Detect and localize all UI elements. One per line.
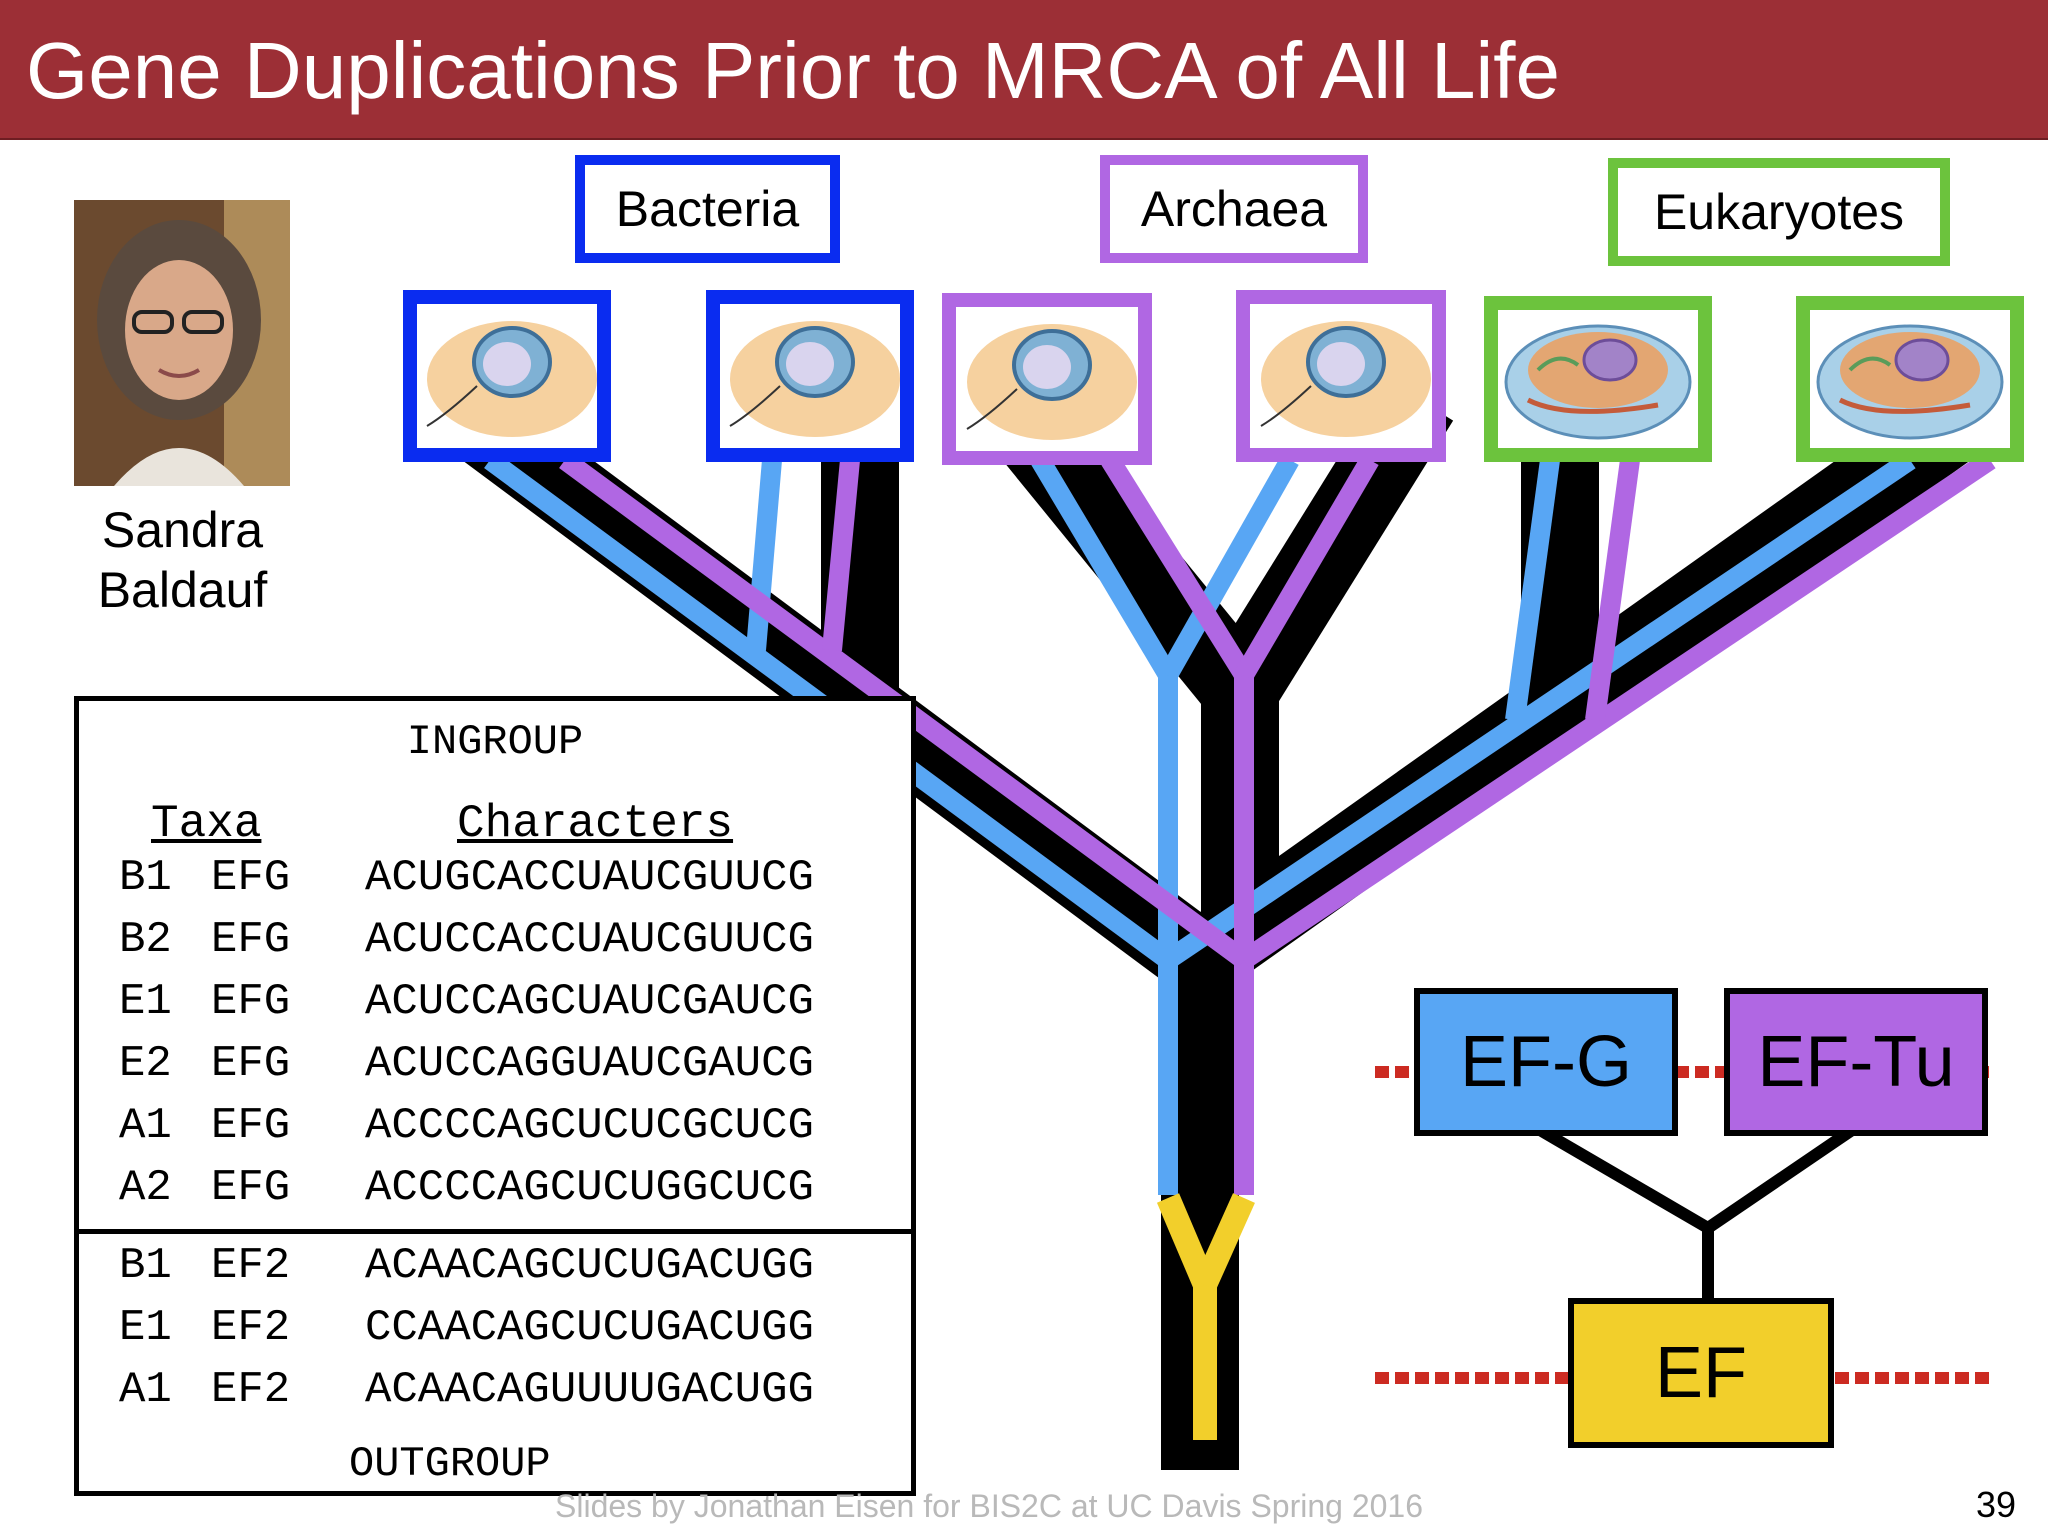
- prokaryote-cell-image-bacteria-2: [706, 290, 914, 462]
- eukaryote-cell-image-1: [1484, 296, 1712, 462]
- eftu-gene-tree: [559, 451, 1996, 1195]
- table-row: A2 EFG ACCCCAGCUCUGGCUCG: [79, 1157, 911, 1219]
- prokaryote-cell-image-bacteria-1: [403, 290, 611, 462]
- sequence-cell: ACUCCACCUAUCGUUCG: [365, 915, 814, 965]
- gene-cell: EF2: [211, 1303, 291, 1353]
- eukaryote-cell-image-2: [1796, 296, 2024, 462]
- taxon-cell: B1: [119, 853, 172, 903]
- table-row: E2 EFG ACUCCAGGUAUCGAUCG: [79, 1033, 911, 1095]
- characters-header: Characters: [457, 798, 734, 850]
- efg-archaea-left: [1031, 454, 1177, 681]
- eftu-archaea-left: [1101, 454, 1253, 681]
- gene-cell: EFG: [211, 1101, 291, 1151]
- eftu-eukaryote-right: [1238, 451, 1996, 969]
- gene-cell: EF2: [211, 1241, 291, 1291]
- sequence-cell: ACAACAGCUCUGACUGG: [365, 1241, 814, 1291]
- person-name: Sandra Baldauf: [60, 500, 305, 620]
- outgroup-label: OUTGROUP: [349, 1440, 551, 1488]
- eftu-archaea-right: [1235, 454, 1379, 681]
- gene-cell: EFG: [211, 1163, 291, 1213]
- table-row: E1 EFG ACUCCAGCUAUCGAUCG: [79, 971, 911, 1033]
- taxon-cell: A2: [119, 1163, 172, 1213]
- eftu-eukaryote-left: [1585, 458, 1640, 722]
- gene-box-eftu: EF-Tu: [1724, 988, 1988, 1136]
- sequence-cell: ACAACAGUUUUGACUGG: [365, 1365, 814, 1415]
- connector-efg: [1536, 1124, 1712, 1234]
- sequence-cell: ACUGCACCUAUCGUUCG: [365, 853, 814, 903]
- taxon-cell: B1: [119, 1241, 172, 1291]
- efg-gene-tree: [484, 451, 1916, 1195]
- person-first-name: Sandra: [101, 502, 264, 558]
- gene-cell: EF2: [211, 1365, 291, 1415]
- person-last-name: Baldauf: [97, 562, 268, 618]
- title-bar: Gene Duplications Prior to MRCA of All L…: [0, 0, 2048, 140]
- taxon-cell: A1: [119, 1365, 172, 1415]
- eftu-bacteria-right: [822, 459, 860, 651]
- table-row: A1 EF2 ACAACAGUUUUGACUGG: [79, 1359, 911, 1421]
- domain-label-eukaryotes: Eukaryotes: [1608, 158, 1950, 266]
- prokaryote-cell-image-archaea-2: [1236, 290, 1446, 462]
- sequence-cell: ACCCCAGCUCUGGCUCG: [365, 1163, 814, 1213]
- table-row: B1 EFG ACUGCACCUAUCGUUCG: [79, 847, 911, 909]
- prokaryote-cell-image-archaea-1: [942, 293, 1152, 465]
- efg-bacteria-right: [746, 459, 782, 651]
- sequence-cell: ACCCCAGCUCUCGCUCG: [365, 1101, 814, 1151]
- gene-box-ef: EF: [1568, 1298, 1834, 1448]
- ingroup-label: INGROUP: [406, 718, 584, 766]
- gene-cell: EFG: [211, 977, 291, 1027]
- sequence-cell: CCAACAGCUCUGACUGG: [365, 1303, 814, 1353]
- sequence-table: INGROUP Taxa Characters B1 EFG ACUGCACCU…: [74, 696, 916, 1496]
- taxon-cell: A1: [119, 1101, 172, 1151]
- taxon-cell: E1: [119, 977, 172, 1027]
- ef-duplication-node: [1156, 1193, 1255, 1440]
- taxon-cell: E1: [119, 1303, 172, 1353]
- domain-label-bacteria: Bacteria: [575, 155, 840, 263]
- connector-eftu: [1704, 1125, 1856, 1233]
- taxa-header: Taxa: [151, 798, 262, 850]
- efg-eukaryote-left: [1505, 458, 1560, 722]
- page-number: 39: [1976, 1484, 2017, 1525]
- gene-cell: EFG: [211, 853, 291, 903]
- efg-eukaryote-right: [1162, 451, 1916, 969]
- table-row: B1 EF2 ACAACAGCUCUGACUGG: [79, 1235, 911, 1297]
- species-branch-archaea-left: [989, 395, 1271, 715]
- gene-cell: EFG: [211, 1039, 291, 1089]
- footer-credit: Slides by Jonathan Eisen for BIS2C at UC…: [555, 1488, 1424, 1524]
- ef-split-right: [1194, 1193, 1255, 1290]
- slide-title: Gene Duplications Prior to MRCA of All L…: [26, 26, 1561, 115]
- ingroup-outgroup-divider: [79, 1229, 911, 1234]
- domain-label-archaea: Archaea: [1100, 155, 1368, 263]
- gene-box-efg: EF-G: [1414, 988, 1678, 1136]
- efg-archaea-right: [1159, 455, 1299, 680]
- table-row: E1 EF2 CCAACAGCUCUGACUGG: [79, 1297, 911, 1359]
- sequence-cell: ACUCCAGCUAUCGAUCG: [365, 977, 814, 1027]
- table-row: B2 EFG ACUCCACCUAUCGUUCG: [79, 909, 911, 971]
- sequence-cell: ACUCCAGGUAUCGAUCG: [365, 1039, 814, 1089]
- table-row: A1 EFG ACCCCAGCUCUCGCUCG: [79, 1095, 911, 1157]
- taxon-cell: B2: [119, 915, 172, 965]
- taxon-cell: E2: [119, 1039, 172, 1089]
- portrait-photo: [74, 200, 290, 486]
- gene-cell: EFG: [211, 915, 291, 965]
